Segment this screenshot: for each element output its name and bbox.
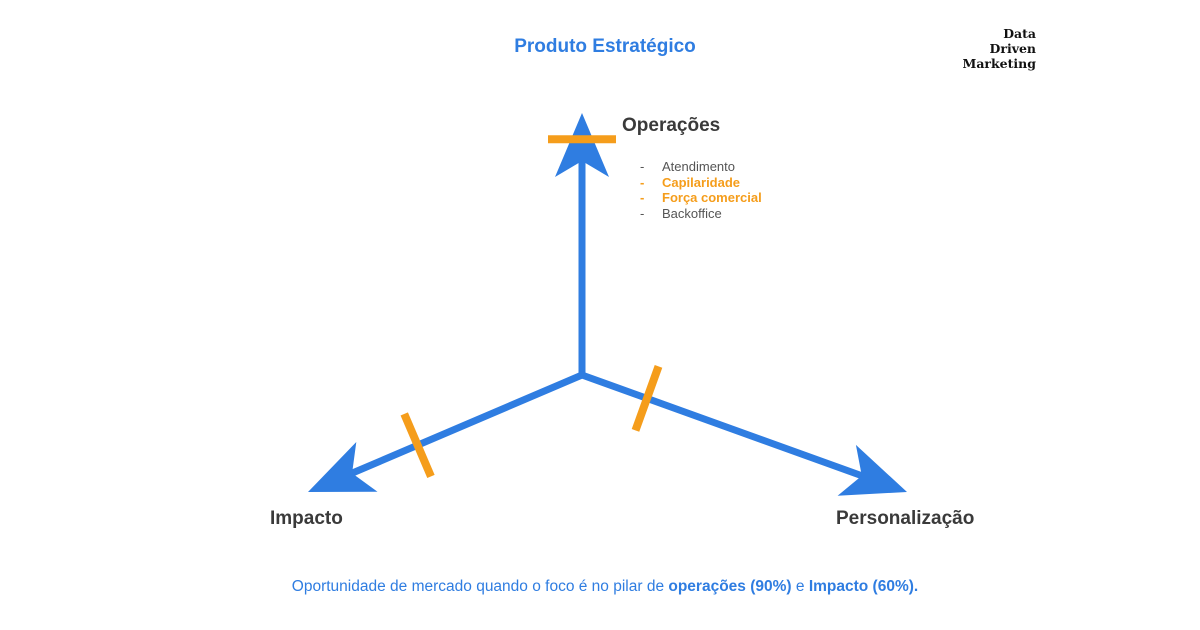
caption-bold-impacto: Impacto (60%). [808, 578, 919, 595]
axis-personalizacao-line [578, 371, 866, 480]
list-item: - Força comercial [640, 190, 762, 206]
axis-impacto-arrowhead [308, 442, 378, 492]
markers-layer [400, 135, 663, 479]
caption-bold-operacoes: operações (90%) [668, 578, 792, 595]
bullet-dash: - [640, 190, 645, 205]
bullet-dash: - [640, 174, 645, 190]
item-text: Capilaridade [662, 174, 741, 190]
bullet-dash: - [640, 205, 645, 221]
page-title: Produto Estratégico [514, 36, 696, 57]
operacoes-item-list: - Atendimento - Capilaridade - Força comerc… [640, 159, 762, 221]
list-item: - Capilaridade [640, 175, 762, 191]
brand-logo: Data Driven Marketing [940, 26, 1037, 71]
axis-operacoes-arrowhead [555, 113, 609, 177]
brand-line-3: Marketing [962, 56, 1037, 71]
item-text: Backoffice [662, 205, 722, 221]
list-item: - Backoffice [640, 206, 762, 222]
caption-middle: e [791, 578, 809, 595]
axis-personalizacao-arrowhead [837, 444, 907, 496]
axis-impacto-line [348, 371, 586, 477]
caption-prefix: Oportunidade de mercado quando o foco é … [291, 578, 669, 595]
brand-line-2: Driven [989, 41, 1036, 56]
item-text: Força comercial [662, 190, 762, 205]
item-text: Atendimento [662, 159, 735, 174]
axes-layer [308, 113, 907, 496]
axis-label-personalizacao: Personalização [836, 508, 975, 529]
axis-impacto-focus-marker [400, 412, 435, 479]
caption: Oportunidade de mercado quando o foco é … [0, 578, 1200, 596]
list-item: - Atendimento [640, 159, 762, 175]
brand-line-1: Data [1003, 26, 1036, 41]
bullet-dash: - [640, 159, 645, 174]
axis-label-operacoes: Operações [622, 115, 721, 136]
axis-personalizacao-focus-marker [631, 365, 663, 432]
axis-label-impacto: Impacto [270, 508, 343, 529]
